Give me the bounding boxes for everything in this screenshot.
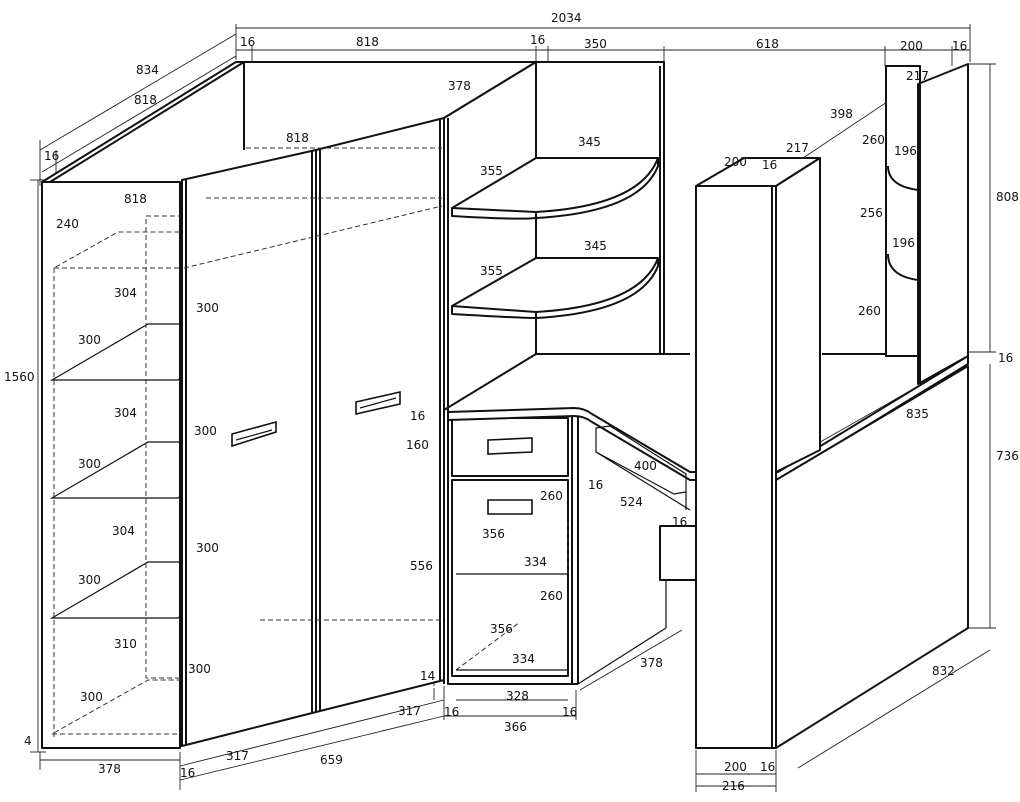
dim-16-top-left: 16 <box>240 35 255 49</box>
dim-378-bottom: 378 <box>98 762 121 776</box>
dim-659: 659 <box>320 753 343 767</box>
dim-355-a: 355 <box>480 164 503 178</box>
dim-818-door: 818 <box>286 131 309 145</box>
dim-16-bottom-r: 16 <box>760 760 775 774</box>
dim-260-b: 260 <box>858 304 881 318</box>
dim-217-b: 217 <box>786 141 809 155</box>
dim-304-b: 304 <box>114 406 137 420</box>
dim-240: 240 <box>56 217 79 231</box>
dim-818-top: 818 <box>356 35 379 49</box>
drawer-handle-top[interactable] <box>487 437 533 455</box>
dim-216: 216 <box>722 779 745 793</box>
dim-16-desk: 16 <box>588 478 603 492</box>
dim-2034: 2034 <box>551 11 582 25</box>
desk-top <box>447 355 969 581</box>
dim-4: 4 <box>24 734 32 748</box>
dim-818-a: 818 <box>134 93 157 107</box>
dim-16-drawer: 16 <box>410 409 425 423</box>
dim-378-side: 378 <box>640 656 663 670</box>
corner-shelf-top <box>451 157 659 220</box>
dim-736: 736 <box>996 449 1019 463</box>
corner-shelf-unit <box>443 61 690 684</box>
dim-16-bl: 16 <box>444 705 459 719</box>
dim-818-inner: 818 <box>124 192 147 206</box>
dim-345-a: 345 <box>578 135 601 149</box>
dim-300-e: 300 <box>196 541 219 555</box>
dim-14: 14 <box>420 669 435 683</box>
dim-16-top-mid: 16 <box>530 33 545 47</box>
dimension-labels: 2034 834 818 16 16 818 16 350 618 200 16… <box>4 11 1019 793</box>
dim-304-c: 304 <box>112 524 135 538</box>
dim-260-a: 260 <box>862 133 885 147</box>
dim-317-b: 317 <box>226 749 249 763</box>
right-end-panel <box>775 365 969 749</box>
dim-196-b: 196 <box>892 236 915 250</box>
dim-808: 808 <box>996 190 1019 204</box>
dim-300-d: 300 <box>78 457 101 471</box>
dim-835: 835 <box>906 407 929 421</box>
dim-300-c: 300 <box>194 424 217 438</box>
dim-260-d: 260 <box>540 589 563 603</box>
right-wall-shelf <box>822 63 969 385</box>
dim-16-top-right: 16 <box>952 39 967 53</box>
dim-378-top: 378 <box>448 79 471 93</box>
dim-356-b: 356 <box>490 622 513 636</box>
door-handle-left[interactable] <box>231 420 277 448</box>
dim-304-a: 304 <box>114 286 137 300</box>
dim-317-a: 317 <box>398 704 421 718</box>
dim-345-b: 345 <box>584 239 607 253</box>
dim-556: 556 <box>410 559 433 573</box>
dim-832: 832 <box>932 664 955 678</box>
dim-160: 160 <box>406 438 429 452</box>
dim-300-f: 300 <box>78 573 101 587</box>
dim-328: 328 <box>506 689 529 703</box>
dim-200-top: 200 <box>900 39 923 53</box>
dim-618: 618 <box>756 37 779 51</box>
dim-398: 398 <box>830 107 853 121</box>
dim-300-h: 300 <box>80 690 103 704</box>
dim-217-a: 217 <box>906 69 929 83</box>
dim-196-a: 196 <box>894 144 917 158</box>
dim-355-b: 355 <box>480 264 503 278</box>
dim-16-leg: 16 <box>672 515 687 529</box>
left-shelf-unit <box>41 61 257 749</box>
dim-350: 350 <box>584 37 607 51</box>
dim-834: 834 <box>136 63 159 77</box>
dim-16-mid: 16 <box>762 158 777 172</box>
corner-shelf-bottom <box>451 257 659 319</box>
dim-300-b: 300 <box>78 333 101 347</box>
dim-334-b: 334 <box>512 652 535 666</box>
door-handle-right[interactable] <box>355 390 401 416</box>
dim-200-bottom: 200 <box>724 760 747 774</box>
drawer-handle-bottom[interactable] <box>487 499 533 515</box>
dim-366: 366 <box>504 720 527 734</box>
dim-16-br: 16 <box>562 705 577 719</box>
dim-356-a: 356 <box>482 527 505 541</box>
dim-200-mid: 200 <box>724 155 747 169</box>
dim-256: 256 <box>860 206 883 220</box>
drawer-unit <box>447 413 667 685</box>
dim-1560: 1560 <box>4 370 35 384</box>
dim-300-g: 300 <box>188 662 211 676</box>
dim-16-right: 16 <box>998 351 1013 365</box>
dim-524: 524 <box>620 495 643 509</box>
dim-260-c: 260 <box>540 489 563 503</box>
dim-310: 310 <box>114 637 137 651</box>
dim-16-bottom: 16 <box>180 766 195 780</box>
dim-334-a: 334 <box>524 555 547 569</box>
dim-400: 400 <box>634 459 657 473</box>
dim-16-a: 16 <box>44 149 59 163</box>
dim-300-a: 300 <box>196 301 219 315</box>
